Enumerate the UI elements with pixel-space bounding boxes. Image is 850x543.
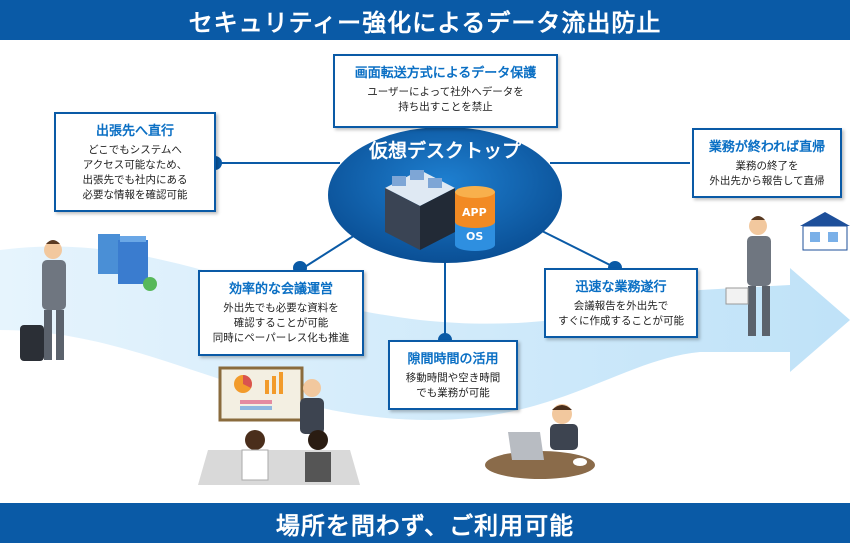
os-label: OS [466,230,484,243]
card-return-body: 業務の終了を 外出先から報告して直帰 [709,160,825,187]
businessman-left-icon [20,240,66,361]
card-speedy-title: 迅速な業務遂行 [575,280,667,295]
header-banner: セキュリティー強化によるデータ流出防止 [0,0,850,40]
header-title: セキュリティー強化によるデータ流出防止 [188,8,662,37]
card-trip-title: 出張先へ直行 [95,124,174,139]
card-speedy-body: 会議報告を外出先で すぐに作成することが可能 [558,300,684,327]
footer-banner: 場所を問わず、ご利用可能 [0,503,850,543]
app-os-cylinder [455,186,495,251]
card-return: 業務が終われば直帰 業務の終了を 外出先から報告して直帰 [692,128,842,198]
meeting-scene-icon [198,366,360,485]
center-title: 仮想デスクトップ [368,140,521,162]
card-meeting: 効率的な会議運営 外出先でも必要な資料を 確認することが可能 同時にペーパーレス… [198,270,364,356]
card-speedy: 迅速な業務遂行 会議報告を外出先で すぐに作成することが可能 [544,268,698,338]
card-trip-body: どこでもシステムへ アクセス可能なため、 出張先でも社内にある 必要な情報を確認… [82,144,188,201]
card-spare-title: 隙間時間の活用 [407,352,499,367]
laptop-worker-icon [485,404,595,479]
card-meeting-body: 外出先でも必要な資料を 確認することが可能 同時にペーパーレス化も推進 [212,302,350,344]
app-label: APP [462,206,487,219]
card-spare-body: 移動時間や空き時間 でも業務が可能 [405,372,501,399]
card-trip: 出張先へ直行 どこでもシステムへ アクセス可能なため、 出張先でも社内にある 必… [54,112,216,212]
card-spare: 隙間時間の活用 移動時間や空き時間 でも業務が可能 [388,340,518,410]
server-icon [385,170,455,250]
house-icon [800,212,850,251]
footer-title: 場所を問わず、ご利用可能 [275,511,575,540]
card-security: 画面転送方式によるデータ保護 ユーザーによって社外へデータを 持ち出すことを禁止 [333,54,558,128]
card-meeting-title: 効率的な会議運営 [228,282,333,297]
card-security-title: 画面転送方式によるデータ保護 [354,66,537,81]
businessman-right-icon [725,216,771,336]
card-security-body: ユーザーによって社外へデータを 持ち出すことを禁止 [367,86,524,113]
office-building-icon [98,234,157,291]
card-return-title: 業務が終われば直帰 [708,140,826,155]
